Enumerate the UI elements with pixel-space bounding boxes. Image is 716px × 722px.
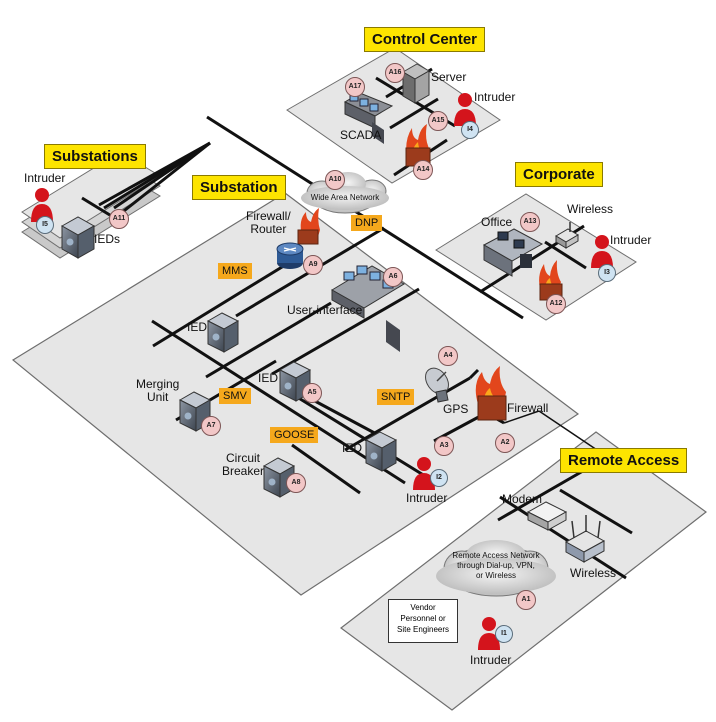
intruder-label: Intruder: [474, 90, 516, 104]
intruder-label: Intruder: [470, 653, 512, 667]
attack-node-a7: A7: [201, 416, 221, 436]
attack-node-a1: A1: [516, 590, 536, 610]
intruder-label: Intruder: [406, 491, 448, 505]
protocol-tag-smv: SMV: [219, 388, 251, 404]
attack-node-a11: A11: [109, 209, 129, 229]
protocol-tag-mms: MMS: [218, 263, 252, 279]
control-center-title: Control Center: [364, 27, 485, 52]
remote-access-network-label: Remote Access Network through Dial-up, V…: [452, 551, 540, 580]
intruder-icon: [413, 457, 435, 490]
ied-device-icon: [206, 312, 240, 353]
gps-label: GPS: [443, 402, 469, 416]
substation-title: Substation: [192, 175, 286, 200]
intruder-label: Intruder: [24, 171, 66, 185]
attack-node-a6: A6: [383, 267, 403, 287]
firewall-router-label: Firewall/ Router: [246, 209, 291, 236]
attack-node-a2: A2: [495, 433, 515, 453]
merging-unit-icon: [178, 391, 212, 432]
wan-label: Wide Area Network: [310, 193, 380, 202]
ied-label: IED: [258, 371, 279, 385]
wireless-router-icon: [564, 515, 606, 563]
office-label: Office: [481, 215, 513, 229]
fire-icon: [297, 208, 320, 245]
intruder-node-i5: I5: [36, 216, 54, 234]
attack-node-a16: A16: [385, 63, 405, 83]
gps-satellite-dish-icon: [425, 367, 449, 403]
scada-console-icon: [343, 92, 394, 144]
ied-label: IED: [187, 320, 208, 334]
intruder-node-i2: I2: [430, 469, 448, 487]
attack-node-a14: A14: [413, 160, 433, 180]
intruder-node-i4: I4: [461, 121, 479, 139]
intruder-icon: [478, 617, 500, 650]
control-center-zone: [286, 47, 501, 184]
modem-label: Modem: [502, 492, 543, 506]
ied-label: IED: [342, 441, 363, 455]
intruder-icon: [591, 235, 613, 268]
remote-access-title: Remote Access: [560, 448, 688, 473]
attack-node-a3: A3: [434, 436, 454, 456]
protocol-tag-dnp: DNP: [351, 215, 383, 231]
wireless-label: Wireless: [570, 566, 617, 580]
merging-unit-label: Merging Unit: [136, 377, 180, 404]
attack-node-a10: A10: [325, 170, 345, 190]
ied-device-icon: [364, 431, 398, 472]
modem-icon: [526, 501, 568, 531]
attack-node-a15: A15: [428, 111, 448, 131]
circuit-breaker-label: Circuit Breaker: [222, 451, 265, 478]
fire-icon: [405, 124, 431, 167]
user-interface-label: User-interface: [287, 303, 363, 317]
remote-access-network-cloud: [436, 540, 556, 597]
server-icon: [402, 63, 430, 104]
ied-device-icon: [60, 216, 96, 259]
ieds-label: IEDs: [94, 232, 121, 246]
protocol-tag-goose: GOOSE: [270, 427, 319, 443]
attack-node-a8: A8: [286, 473, 306, 493]
attack-node-a13: A13: [520, 212, 540, 232]
intruder-node-i3: I3: [598, 264, 616, 282]
vendor-personnel-box: Vendor Personnel or Site Engineers: [388, 599, 458, 643]
attack-node-a9: A9: [303, 255, 323, 275]
substations-title: Substations: [44, 144, 146, 169]
router-icon: [276, 242, 304, 269]
fire-icon: [539, 260, 563, 301]
attack-node-a17: A17: [345, 77, 365, 97]
attack-node-a4: A4: [438, 346, 458, 366]
server-label: Server: [431, 70, 467, 84]
wireless-label: Wireless: [567, 202, 614, 216]
corporate-title: Corporate: [515, 162, 603, 187]
intruder-label: Intruder: [610, 233, 652, 247]
office-workstation-icon: [482, 228, 544, 277]
attack-node-a12: A12: [546, 294, 566, 314]
firewall-label: Firewall: [507, 401, 549, 415]
scada-label: SCADA: [340, 128, 382, 142]
fire-icon: [475, 366, 507, 421]
protocol-tag-sntp: SNTP: [377, 389, 415, 405]
intruder-node-i1: I1: [495, 625, 513, 643]
attack-node-a5: A5: [302, 383, 322, 403]
wireless-access-point-icon: [555, 222, 579, 249]
